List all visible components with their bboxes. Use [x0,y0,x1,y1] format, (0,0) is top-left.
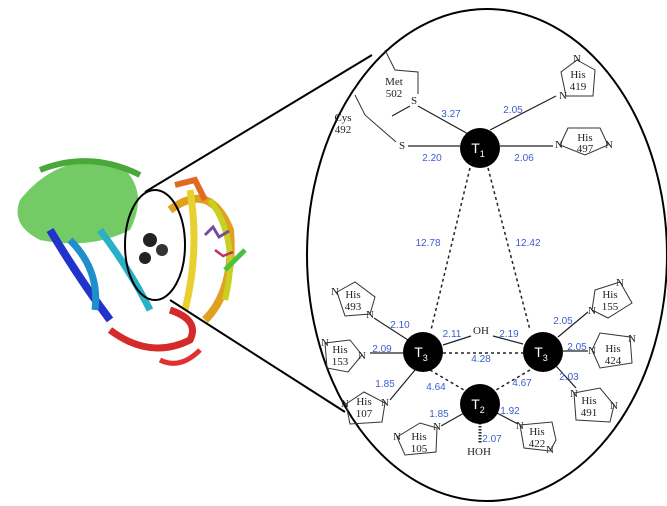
svg-text:N: N [321,337,329,349]
histidine-rings [324,59,633,456]
svg-text:2.10: 2.10 [390,320,410,331]
svg-text:2.05: 2.05 [567,342,587,353]
svg-text:2.19: 2.19 [499,329,519,340]
svg-text:2.20: 2.20 [422,153,442,164]
svg-text:N: N [570,388,578,400]
svg-text:His: His [570,69,585,81]
svg-text:N: N [381,397,389,409]
svg-text:2.09: 2.09 [372,344,392,355]
svg-text:N: N [588,305,596,317]
svg-text:N: N [331,286,339,298]
svg-text:T3: T3 [534,344,548,363]
svg-text:HOH: HOH [467,446,491,458]
svg-text:OH: OH [473,325,489,337]
svg-text:2.05: 2.05 [553,316,573,327]
copper-t1: T1 [460,128,500,168]
svg-text:12.42: 12.42 [515,238,540,249]
svg-text:N: N [433,421,441,433]
svg-text:N: N [516,420,524,432]
svg-text:T3: T3 [414,344,428,363]
svg-text:His: His [356,396,371,408]
svg-text:153: 153 [332,356,349,368]
svg-text:155: 155 [602,301,619,313]
svg-text:N: N [358,350,366,362]
svg-text:N: N [559,90,567,102]
svg-text:His: His [411,431,426,443]
magnified-site-ellipse [306,8,667,502]
svg-text:N: N [616,277,624,289]
distance-labels: 3.27 2.20 2.05 2.06 12.78 12.42 2.10 2.1… [372,105,587,445]
svg-text:4.28: 4.28 [471,354,491,365]
svg-text:419: 419 [570,81,587,93]
svg-text:N: N [573,53,581,65]
svg-text:497: 497 [577,143,594,155]
svg-text:107: 107 [356,408,373,420]
svg-text:4.67: 4.67 [512,378,532,389]
svg-text:His: His [577,132,592,144]
svg-text:Cys: Cys [334,112,351,124]
svg-text:N: N [341,398,349,410]
svg-text:4.64: 4.64 [426,382,446,393]
svg-text:N: N [610,400,618,412]
svg-text:S: S [411,95,417,107]
svg-text:105: 105 [411,443,428,455]
svg-text:S: S [399,140,405,152]
svg-text:493: 493 [345,301,362,313]
svg-text:12.78: 12.78 [415,238,440,249]
svg-text:Met: Met [385,76,403,88]
copper-t2: T2 [460,384,500,424]
zoom-line-top [144,54,373,193]
svg-text:1.92: 1.92 [500,406,520,417]
svg-text:422: 422 [529,438,546,450]
svg-text:491: 491 [581,407,598,419]
protein-structure-image [17,158,247,366]
svg-text:2.03: 2.03 [559,372,579,383]
svg-text:T1: T1 [471,140,485,159]
copper-t3-right: T3 [523,332,563,372]
svg-text:T2: T2 [471,396,485,415]
svg-text:1.85: 1.85 [375,379,395,390]
svg-text:2.07: 2.07 [482,434,502,445]
svg-text:His: His [529,426,544,438]
svg-text:1.85: 1.85 [429,409,449,420]
svg-text:502: 502 [386,88,403,100]
svg-text:424: 424 [605,355,622,367]
svg-text:His: His [581,395,596,407]
svg-text:492: 492 [335,124,352,136]
svg-text:N: N [393,431,401,443]
svg-text:N: N [366,309,374,321]
svg-text:2.11: 2.11 [443,329,462,340]
zoom-line-bottom [169,299,346,413]
svg-text:2.06: 2.06 [514,153,534,164]
copper-t3-left: T3 [403,332,443,372]
svg-text:N: N [605,139,613,151]
svg-text:N: N [555,139,563,151]
bonds [354,49,589,444]
zoom-region-marker [124,189,186,301]
svg-text:N: N [588,345,596,357]
svg-text:3.27: 3.27 [441,109,461,120]
svg-text:His: His [605,343,620,355]
svg-text:His: His [345,289,360,301]
svg-text:N: N [546,444,554,456]
svg-text:His: His [332,344,347,356]
svg-text:N: N [628,333,636,345]
svg-text:His: His [602,289,617,301]
svg-text:2.05: 2.05 [503,105,523,116]
